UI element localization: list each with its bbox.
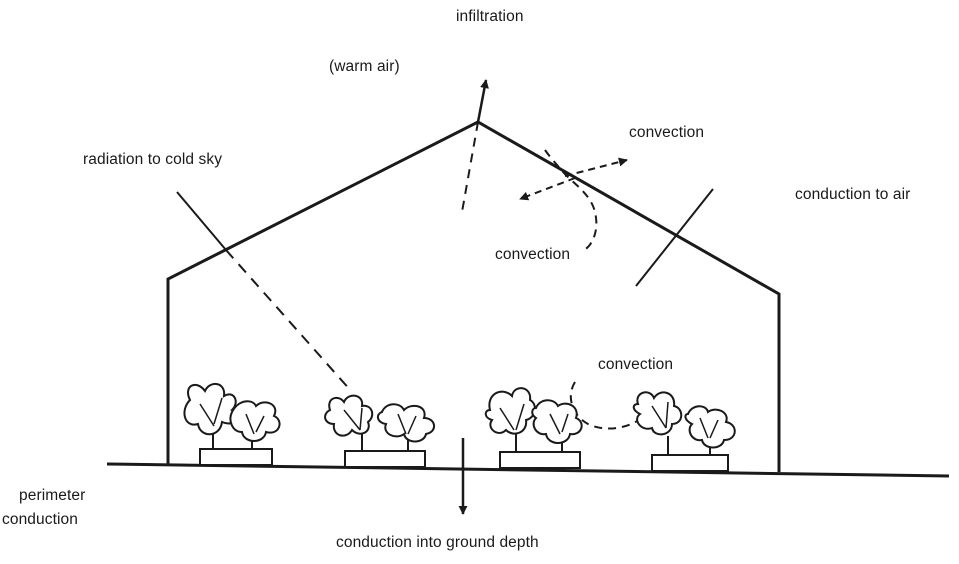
conduction-to-air-line	[635, 188, 714, 287]
plant-bench-2	[324, 394, 435, 468]
label-infiltration: infiltration	[456, 8, 524, 25]
convection-arrow-in	[519, 177, 576, 201]
plant-bench-4	[632, 391, 736, 472]
convection-arrow-out	[564, 157, 628, 177]
label-convection-mid: convection	[495, 246, 571, 263]
label-perimeter-conduction: conduction	[2, 511, 78, 528]
label-warm-air: (warm air)	[329, 58, 400, 75]
plant-icon	[531, 399, 583, 444]
label-ground-depth: conduction into ground depth	[336, 534, 539, 551]
label-perimeter: perimeter	[19, 487, 86, 504]
roof-convection-loop	[519, 149, 628, 251]
plant-icon	[684, 405, 736, 449]
label-conduction-air: conduction to air	[795, 186, 911, 203]
label-convection-top: convection	[629, 124, 705, 141]
plant-icon	[484, 387, 536, 435]
label-radiation: radiation to cold sky	[83, 151, 223, 168]
radiation-line	[176, 191, 353, 393]
infiltration-arrow	[461, 79, 489, 213]
plant-icon	[183, 383, 238, 436]
plant-bench-1	[183, 383, 281, 466]
plant-icon	[229, 400, 281, 442]
plant-convection-loop	[569, 381, 643, 430]
label-convection-right: convection	[598, 356, 674, 373]
plant-icon	[376, 403, 435, 443]
plant-bench-3	[484, 387, 583, 469]
